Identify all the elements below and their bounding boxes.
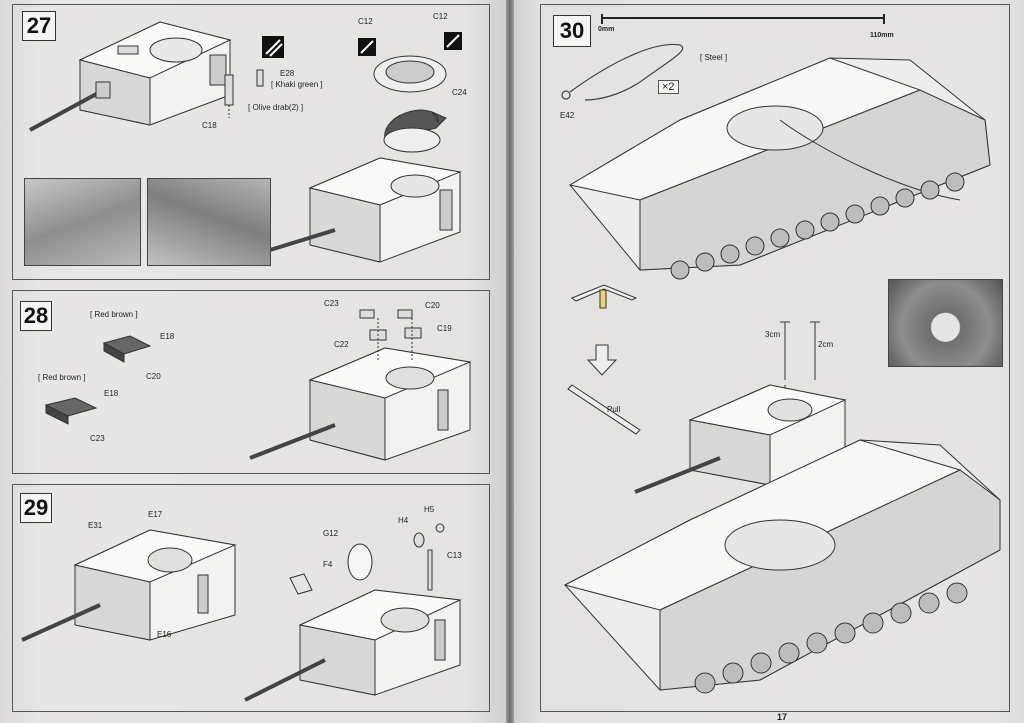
- step-29-number: 29: [20, 493, 52, 523]
- label-c23-a: C23: [90, 434, 105, 443]
- hatch-c23-small: [44, 397, 98, 425]
- road-wheels-bottom: [694, 582, 968, 694]
- label-c23-b: C23: [324, 299, 339, 308]
- page-gutter: [506, 0, 514, 723]
- reference-photo-30: [888, 279, 1003, 367]
- label-h4: H4: [398, 516, 409, 525]
- label-c18: C18: [202, 121, 217, 130]
- hatch-parts-28: [359, 309, 422, 360]
- step-27-number: 27: [22, 11, 56, 41]
- tank-hull-bottom: [563, 439, 1001, 691]
- label-quantity-x2: ×2: [658, 80, 679, 94]
- scale-0mm-label: 0mm: [598, 26, 615, 33]
- label-e16: E16: [157, 630, 172, 639]
- steel-cable: [561, 43, 684, 101]
- turret-drawing-29a: [21, 529, 237, 642]
- rotation-arrow: [383, 109, 447, 153]
- label-khaki-green: [ Khaki green ]: [271, 80, 323, 89]
- step-27-panel: [12, 4, 490, 280]
- label-red-brown-2: [ Red brown ]: [38, 373, 86, 382]
- page-number: 17: [777, 712, 788, 722]
- turret-drawing-30: [634, 384, 847, 494]
- label-c22: C22: [334, 340, 349, 349]
- label-red-brown-1: [ Red brown ]: [90, 310, 138, 319]
- scale-110mm-label: 110mm: [870, 32, 894, 39]
- label-e18-a: E18: [160, 332, 175, 341]
- hatch-c20-small: [102, 335, 152, 363]
- reference-photo-27a: [24, 178, 141, 266]
- turret-drawing-27a: [29, 21, 232, 132]
- label-olive-drab: [ Olive drab(2) ]: [248, 103, 304, 112]
- cable-pull-diagram: [567, 284, 641, 435]
- label-e18-b: E18: [104, 389, 119, 398]
- detail-circle-g12: [289, 543, 373, 595]
- label-c20-a: C20: [146, 372, 161, 381]
- turret-drawing-27b: [269, 157, 462, 263]
- step-28-panel: [12, 290, 490, 474]
- step-30-number: 30: [553, 15, 591, 47]
- label-c12-right: C12: [433, 12, 448, 21]
- label-e31: E31: [88, 521, 103, 530]
- cupola-ring-c24: [373, 55, 447, 93]
- step-28-number: 28: [20, 301, 52, 331]
- label-3cm: 3cm: [765, 330, 781, 339]
- parts-c18-e28: [224, 69, 264, 118]
- label-c24: C24: [452, 88, 467, 97]
- label-f4: F4: [323, 560, 333, 569]
- label-e28: E28: [280, 69, 295, 78]
- label-c13: C13: [447, 551, 462, 560]
- turret-drawing-28: [249, 347, 472, 461]
- scale-bar: [601, 14, 885, 24]
- label-e42: E42: [560, 111, 575, 120]
- reference-photo-27b: [147, 178, 271, 266]
- step-30-panel: [540, 4, 1010, 712]
- parts-h4-h5-c13: [413, 523, 445, 591]
- label-c20-b: C20: [425, 301, 440, 310]
- road-wheels-top: [670, 172, 965, 280]
- turret-drawing-29b: [244, 589, 462, 702]
- label-pull: Pull: [607, 405, 621, 414]
- step-29-panel: [12, 484, 490, 712]
- label-c19: C19: [437, 324, 452, 333]
- label-2cm: 2cm: [818, 340, 834, 349]
- label-e17: E17: [148, 510, 163, 519]
- label-steel: [ Steel ]: [700, 53, 728, 62]
- label-c12-left: C12: [358, 17, 373, 26]
- label-g12: G12: [323, 529, 339, 538]
- label-h5: H5: [424, 505, 435, 514]
